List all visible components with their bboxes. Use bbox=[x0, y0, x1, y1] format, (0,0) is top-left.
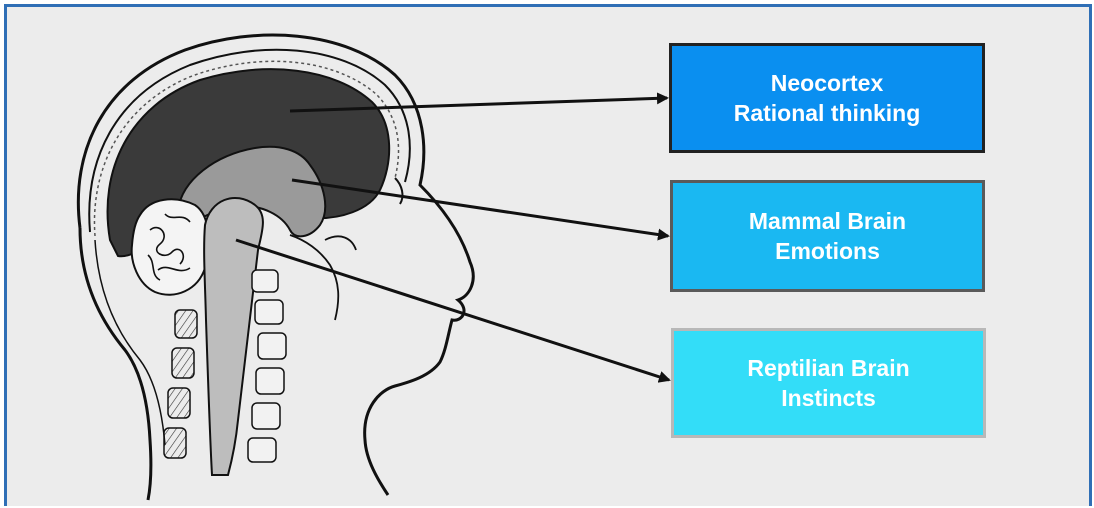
arrow-mammal-brain bbox=[291, 178, 670, 241]
airway-contour bbox=[289, 234, 357, 321]
reptilian-brain-region bbox=[203, 196, 264, 476]
cerebellum-region bbox=[130, 198, 210, 296]
neocortex-subtitle: Rational thinking bbox=[733, 100, 921, 126]
arrow-neocortex bbox=[289, 92, 669, 113]
arrow-reptilian-brain bbox=[235, 238, 671, 383]
spine-vertebrae bbox=[163, 269, 287, 463]
reptilian-brain-box: Reptilian Brain Instincts bbox=[671, 328, 986, 438]
mammal-brain-subtitle: Emotions bbox=[775, 238, 880, 264]
mammal-brain-box: Mammal Brain Emotions bbox=[670, 180, 985, 292]
head-outline bbox=[76, 33, 475, 501]
reptilian-brain-title: Reptilian Brain bbox=[747, 355, 910, 381]
nose-bridge-contour bbox=[394, 177, 404, 205]
neocortex-box: Neocortex Rational thinking bbox=[669, 43, 985, 153]
neocortex-title: Neocortex bbox=[770, 70, 884, 96]
reptilian-brain-subtitle: Instincts bbox=[781, 385, 876, 411]
mammal-brain-title: Mammal Brain bbox=[748, 208, 907, 234]
